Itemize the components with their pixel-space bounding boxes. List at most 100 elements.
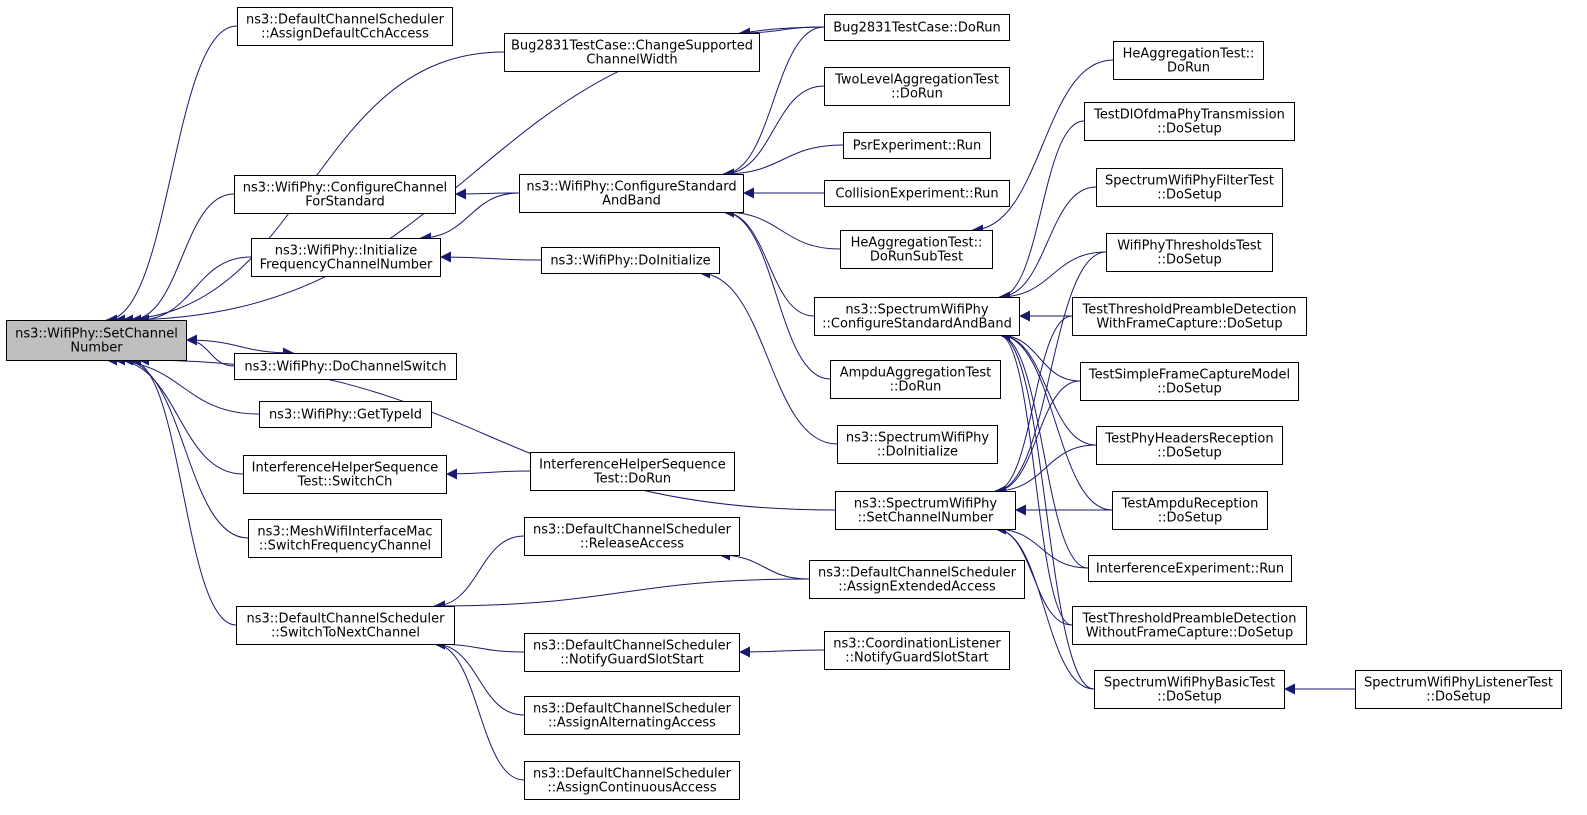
node-label: DoRunSubTest [870, 250, 963, 265]
node-label: ns3::CoordinationListener [833, 637, 1001, 652]
node-ns3-defaultchannelscheduler-assignextendedaccess[interactable]: ns3::DefaultChannelScheduler::AssignExte… [809, 560, 1025, 599]
node-box [524, 761, 740, 800]
edge-line [998, 329, 1073, 626]
node-twolevelaggregationtest-dorun[interactable]: TwoLevelAggregationTest::DoRun [824, 67, 1010, 106]
node-label: ns3::MeshWifiInterfaceMac [257, 525, 432, 540]
node-ns3-wifiphy-configurestandardandband[interactable]: ns3::WifiPhy::ConfigureStandardAndBand [519, 174, 744, 213]
node-label: SpectrumWifiPhyListenerTest [1364, 676, 1553, 691]
node-label: ::DoSetup [1157, 382, 1222, 397]
node-testdlofdmaphytransmission-dosetup[interactable]: TestDlOfdmaPhyTransmission::DoSetup [1084, 102, 1295, 141]
edge-line [433, 638, 525, 781]
edge-line [439, 251, 542, 263]
node-label: FrequencyChannelNumber [260, 258, 433, 273]
edge-line [433, 578, 810, 612]
edge-line [998, 329, 1113, 511]
node-label: ns3::WifiPhy::SetChannel [15, 327, 178, 342]
node-ampduaggregationtest-dorun[interactable]: AmpduAggregationTest::DoRun [830, 360, 1001, 399]
node-box [524, 633, 740, 672]
edge-line [185, 339, 295, 359]
node-ns3-defaultchannelscheduler-assignalternatingaccess[interactable]: ns3::DefaultChannelScheduler::AssignAlte… [524, 696, 740, 735]
edge-line [105, 25, 238, 326]
node-ns3-spectrumwifiphy-doinitialize[interactable]: ns3::SpectrumWifiPhy::DoInitialize [837, 425, 998, 464]
node-ns3-wifiphy-doinitialize[interactable]: ns3::WifiPhy::DoInitialize [541, 247, 720, 274]
edge-arrow [971, 59, 1114, 236]
edge-arrow [994, 315, 1073, 497]
node-heaggregationtest-dorunsubtest[interactable]: HeAggregationTest::DoRunSubTest [840, 230, 993, 269]
node-ns3-defaultchannelscheduler-assigncontinuousaccess[interactable]: ns3::DefaultChannelScheduler::AssignCont… [524, 761, 740, 800]
node-box [1355, 670, 1562, 709]
node-label: ns3::DefaultChannelScheduler [533, 767, 732, 782]
node-ns3-spectrumwifiphy-configurestandardandband[interactable]: ns3::SpectrumWifiPhy::ConfigureStandardA… [814, 297, 1020, 336]
node-testsimpleframecapturemodel-dosetup[interactable]: TestSimpleFrameCaptureModel::DoSetup [1080, 362, 1299, 401]
node-ns3-wifiphy-initializefrequencychannelnumber[interactable]: ns3::WifiPhy::InitializeFrequencyChannel… [251, 238, 441, 277]
node-box [1112, 491, 1268, 530]
node-box [234, 175, 456, 214]
node-box [1094, 670, 1285, 709]
node-box [830, 360, 1001, 399]
node-layer: ns3::WifiPhy::SetChannelNumberns3::Defau… [6, 7, 1562, 800]
node-spectrumwifiphybasictest-dosetup[interactable]: SpectrumWifiPhyBasicTest::DoSetup [1094, 670, 1285, 709]
node-ns3-wifiphy-gettypeid[interactable]: ns3::WifiPhy::GetTypeId [259, 401, 432, 428]
node-ns3-defaultchannelscheduler-notifyguardslotstart[interactable]: ns3::DefaultChannelScheduler::NotifyGuar… [524, 633, 740, 672]
node-box [814, 297, 1020, 336]
edge-line [722, 206, 815, 317]
node-label: ::ReleaseAccess [580, 537, 684, 552]
node-ns3-spectrumwifiphy-setchannelnumber[interactable]: ns3::SpectrumWifiPhy::SetChannelNumber [835, 491, 1016, 530]
node-label: ::DoSetup [1157, 122, 1222, 137]
edge-arrow [722, 26, 825, 180]
edge-arrow [113, 354, 244, 475]
node-spectrumwifiphyfiltertest-dosetup[interactable]: SpectrumWifiPhyFilterTest::DoSetup [1096, 168, 1283, 207]
node-bug2831testcase-dorun[interactable]: Bug2831TestCase::DoRun [824, 14, 1010, 41]
node-label: HeAggregationTest:: [1123, 47, 1255, 62]
node-label: ::AssignAlternatingAccess [548, 716, 716, 731]
node-box [237, 7, 453, 46]
edge-line [998, 329, 1081, 382]
node-label: ::NotifyGuardSlotStart [560, 653, 704, 668]
node-psrexperiment-run[interactable]: PsrExperiment::Run [843, 132, 991, 159]
edge-arrow [185, 334, 235, 367]
node-ns3-wifiphy-dochannelswitch[interactable]: ns3::WifiPhy::DoChannelSwitch [234, 353, 457, 380]
edge-line [433, 638, 525, 653]
node-box [809, 560, 1025, 599]
node-wifiphythresholdstest-dosetup[interactable]: WifiPhyThresholdsTest::DoSetup [1106, 233, 1273, 272]
node-ns3-defaultchannelscheduler-releaseaccess[interactable]: ns3::DefaultChannelScheduler::ReleaseAcc… [524, 517, 740, 556]
node-ns3-defaultchannelscheduler-assigndefaultcchaccess[interactable]: ns3::DefaultChannelScheduler::AssignDefa… [237, 7, 453, 46]
edge-line [738, 646, 825, 658]
node-box [1096, 168, 1283, 207]
node-box [824, 14, 1010, 41]
node-ns3-defaultchannelscheduler-switchtonextchannel[interactable]: ns3::DefaultChannelScheduler::SwitchToNe… [236, 606, 455, 645]
node-ns3-meshwifiinterfacemac-switchfrequencychannel[interactable]: ns3::MeshWifiInterfaceMac::SwitchFrequen… [248, 519, 442, 558]
node-testthresholdpreambledetectionwithoutframecapture-dosetup[interactable]: TestThresholdPreambleDetectionWithoutFra… [1072, 606, 1307, 645]
node-label: SpectrumWifiPhyBasicTest [1104, 676, 1275, 691]
node-label: ns3::WifiPhy::Initialize [275, 244, 417, 259]
node-testthresholdpreambledetectionwithframecapture-dosetup[interactable]: TestThresholdPreambleDetectionWithFrameC… [1072, 297, 1307, 336]
node-box [248, 519, 442, 558]
edge-arrow [105, 25, 238, 326]
node-bug2831testcase-changesupportedchannelwidth[interactable]: Bug2831TestCase::ChangeSupportedChannelW… [504, 33, 760, 72]
node-interferenceexperiment-run[interactable]: InterferenceExperiment::Run [1088, 555, 1292, 582]
node-ns3-coordinationlistener-notifyguardslotstart[interactable]: ns3::CoordinationListener::NotifyGuardSl… [824, 631, 1010, 670]
node-box [835, 491, 1016, 530]
node-collisionexperiment-run[interactable]: CollisionExperiment::Run [824, 180, 1010, 207]
node-spectrumwifiphylistenertest-dosetup[interactable]: SpectrumWifiPhyListenerTest::DoSetup [1355, 670, 1562, 709]
edge-arrow [445, 468, 531, 480]
edge-line [137, 256, 252, 326]
edge-arrow [998, 329, 1089, 569]
node-ns3-wifiphy-setchannelnumber[interactable]: ns3::WifiPhy::SetChannelNumber [6, 320, 187, 361]
node-heaggregationtest-dorun[interactable]: HeAggregationTest::DoRun [1113, 41, 1264, 80]
edge-arrow [722, 206, 831, 380]
node-label: ChannelWidth [586, 53, 677, 68]
node-testampdureception-dosetup[interactable]: TestAmpduReception::DoSetup [1112, 491, 1268, 530]
node-label: ::ConfigureStandardAndBand [822, 317, 1012, 332]
node-label: WifiPhyThresholdsTest [1117, 239, 1262, 254]
node-box [837, 425, 998, 464]
node-box [1080, 362, 1299, 401]
node-label: ::AssignExtendedAccess [838, 580, 996, 595]
node-ns3-wifiphy-configurechannelforstandard[interactable]: ns3::WifiPhy::ConfigureChannelForStandar… [234, 175, 456, 214]
node-testphyheadersreception-dosetup[interactable]: TestPhyHeadersReception::DoSetup [1096, 426, 1283, 465]
node-box [234, 353, 457, 380]
edge-line [994, 380, 1081, 497]
node-label: AndBand [602, 194, 661, 209]
